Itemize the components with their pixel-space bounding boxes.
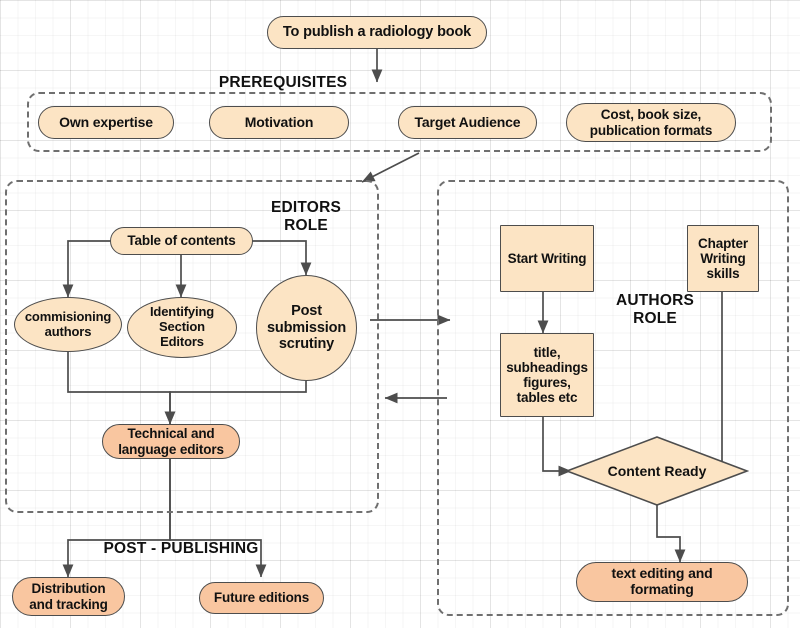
- node-target-audience[interactable]: Target Audience: [398, 106, 537, 139]
- wire-prerequisites-to-editors: [361, 152, 420, 183]
- node-table-of-contents[interactable]: Table of contents: [110, 227, 253, 255]
- node-content-ready[interactable]: Content Ready: [564, 435, 750, 507]
- node-start-writing[interactable]: Start Writing: [500, 225, 594, 292]
- post-publishing-heading: POST - PUBLISHING: [103, 540, 259, 557]
- content-ready-label: Content Ready: [607, 463, 707, 479]
- node-distribution-and-tracking[interactable]: Distribution and tracking: [12, 577, 125, 616]
- editors-role-heading: EDITORS ROLE: [270, 199, 341, 234]
- node-motivation[interactable]: Motivation: [209, 106, 349, 139]
- node-commisioning-authors[interactable]: commisioning authors: [14, 297, 122, 352]
- node-title-subheadings-figures[interactable]: title, subheadings figures, tables etc: [500, 333, 594, 417]
- node-chapter-writing-skills[interactable]: Chapter Writing skills: [687, 225, 759, 292]
- prerequisites-heading: PREREQUISITES: [218, 74, 348, 91]
- node-post-submission-scrutiny[interactable]: Post submission scrutiny: [256, 275, 357, 381]
- node-own-expertise[interactable]: Own expertise: [38, 106, 174, 139]
- node-text-editing-and-formating[interactable]: text editing and formating: [576, 562, 748, 602]
- node-technical-language-editors[interactable]: Technical and language editors: [102, 424, 240, 459]
- node-cost-book-size[interactable]: Cost, book size, publication formats: [566, 103, 736, 142]
- authors-role-heading: AUTHORS ROLE: [615, 292, 695, 327]
- node-identifying-section-editors[interactable]: Identifying Section Editors: [127, 297, 237, 358]
- node-future-editions[interactable]: Future editions: [199, 582, 324, 614]
- node-start[interactable]: To publish a radiology book: [267, 16, 487, 49]
- group-prerequisites: [27, 92, 772, 152]
